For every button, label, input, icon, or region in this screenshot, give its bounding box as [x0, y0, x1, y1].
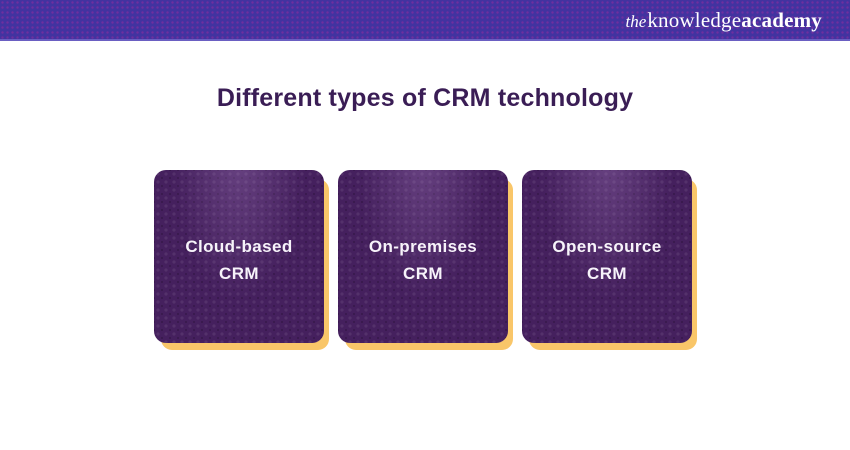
card-label-line2: CRM — [403, 263, 443, 283]
card-on-premises-crm: On-premises CRM — [338, 170, 508, 343]
card-label-line1: Cloud-based — [185, 237, 293, 257]
card-open-source-crm: Open-source CRM — [522, 170, 692, 343]
brand-logo: theknowledgeacademy — [626, 7, 822, 35]
card-label: Cloud-based CRM — [185, 226, 292, 287]
brand-logo-the: the — [625, 12, 647, 31]
card-label-line2: CRM — [587, 263, 627, 283]
card-label-line1: Open-source — [552, 237, 662, 257]
header-banner: theknowledgeacademy — [0, 0, 850, 41]
brand-logo-knowledge: knowledge — [647, 8, 742, 32]
card-label-line1: On-premises — [368, 237, 478, 257]
brand-logo-academy: academy — [741, 8, 822, 32]
card-label: On-premises CRM — [369, 226, 477, 287]
crm-cards: Cloud-based CRM On-premises CRM Open-sou… — [154, 170, 692, 343]
card-cloud-based-crm: Cloud-based CRM — [154, 170, 324, 343]
page-title: Different types of CRM technology — [216, 84, 634, 112]
card-label: Open-source CRM — [552, 226, 661, 287]
card-label-line2: CRM — [219, 263, 259, 283]
